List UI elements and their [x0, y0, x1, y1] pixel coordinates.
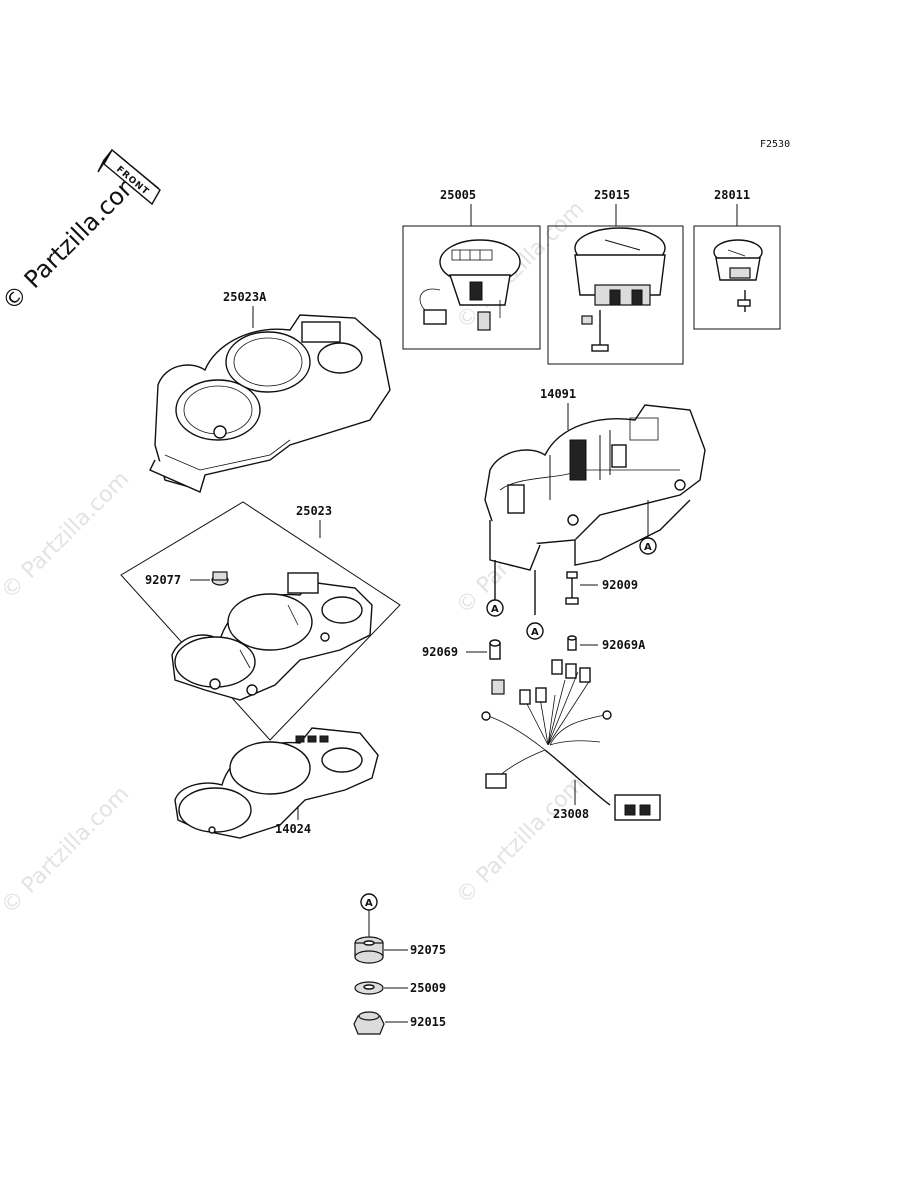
part-box-25015	[547, 225, 684, 365]
ref-a-label: A	[644, 542, 652, 553]
part-box-28011	[693, 225, 781, 330]
brand-watermark: © Partzilla.com	[0, 165, 147, 316]
bulb-icon	[567, 635, 577, 651]
tachometer-gauge-icon	[574, 227, 666, 352]
watermark-text: © Partzilla.com	[0, 467, 134, 605]
part-box-25005	[402, 225, 541, 350]
part-92069A-group: 92069A	[567, 635, 646, 652]
screw-icon	[565, 571, 579, 605]
ref-a-marker	[639, 537, 657, 555]
part-label-92075[interactable]: 92075	[410, 943, 446, 957]
part-label-92077[interactable]: 92077	[145, 573, 181, 587]
watermark-text: © Partzilla.com	[452, 772, 590, 910]
part-25015-group: 25015	[547, 188, 684, 365]
part-label-25023[interactable]: 25023	[296, 504, 332, 518]
upper-meter-cover-icon	[149, 314, 391, 493]
part-label-92069[interactable]: 92069	[422, 645, 458, 659]
damper-icon	[354, 936, 384, 964]
part-label-25015[interactable]: 25015	[594, 188, 630, 202]
diagram-code: F2530	[760, 139, 790, 150]
part-92009-group: 92009	[565, 571, 638, 605]
part-23008-group: 23008	[481, 659, 661, 821]
part-label-23008[interactable]: 23008	[553, 807, 589, 821]
part-label-14091[interactable]: 14091	[540, 387, 576, 401]
part-14091-group: 14091 A A A	[484, 387, 706, 640]
grommet-icon	[211, 571, 229, 586]
wire-harness-icon	[481, 659, 661, 821]
part-label-92009[interactable]: 92009	[602, 578, 638, 592]
part-label-25005[interactable]: 25005	[440, 188, 476, 202]
part-label-92069A[interactable]: 92069A	[602, 638, 646, 652]
part-label-25009[interactable]: 25009	[410, 981, 446, 995]
ref-a-label: A	[531, 627, 539, 638]
bulb-icon	[489, 639, 501, 660]
part-28011-group: 28011	[693, 188, 781, 330]
watermark-text: © Partzilla.com	[0, 782, 134, 920]
part-14024-group: 14024	[174, 727, 379, 839]
meter-case-icon	[484, 404, 706, 615]
part-label-92015[interactable]: 92015	[410, 1015, 446, 1029]
part-label-14024[interactable]: 14024	[275, 822, 311, 836]
part-25023A-group: 25023A	[149, 290, 391, 493]
part-25023-group: 25023 92077	[120, 501, 401, 741]
speedometer-gauge-icon	[419, 239, 521, 331]
bottom-mount-group: A 92075 25009 92015	[353, 893, 446, 1035]
meter-gasket-icon	[174, 727, 379, 839]
part-92069-group: 92069	[422, 639, 501, 660]
part-label-25023A[interactable]: 25023A	[223, 290, 267, 304]
part-label-28011[interactable]: 28011	[714, 188, 750, 202]
ref-a-marker	[526, 622, 544, 640]
temperature-gauge-icon	[713, 239, 763, 312]
ref-a-label: A	[491, 604, 499, 615]
part-25005-group: 25005	[402, 188, 541, 350]
meter-lens-icon	[171, 572, 373, 701]
nut-icon	[353, 1011, 385, 1035]
ref-a-label: A	[365, 898, 373, 909]
ref-a-marker	[486, 599, 504, 617]
washer-icon	[354, 981, 384, 995]
